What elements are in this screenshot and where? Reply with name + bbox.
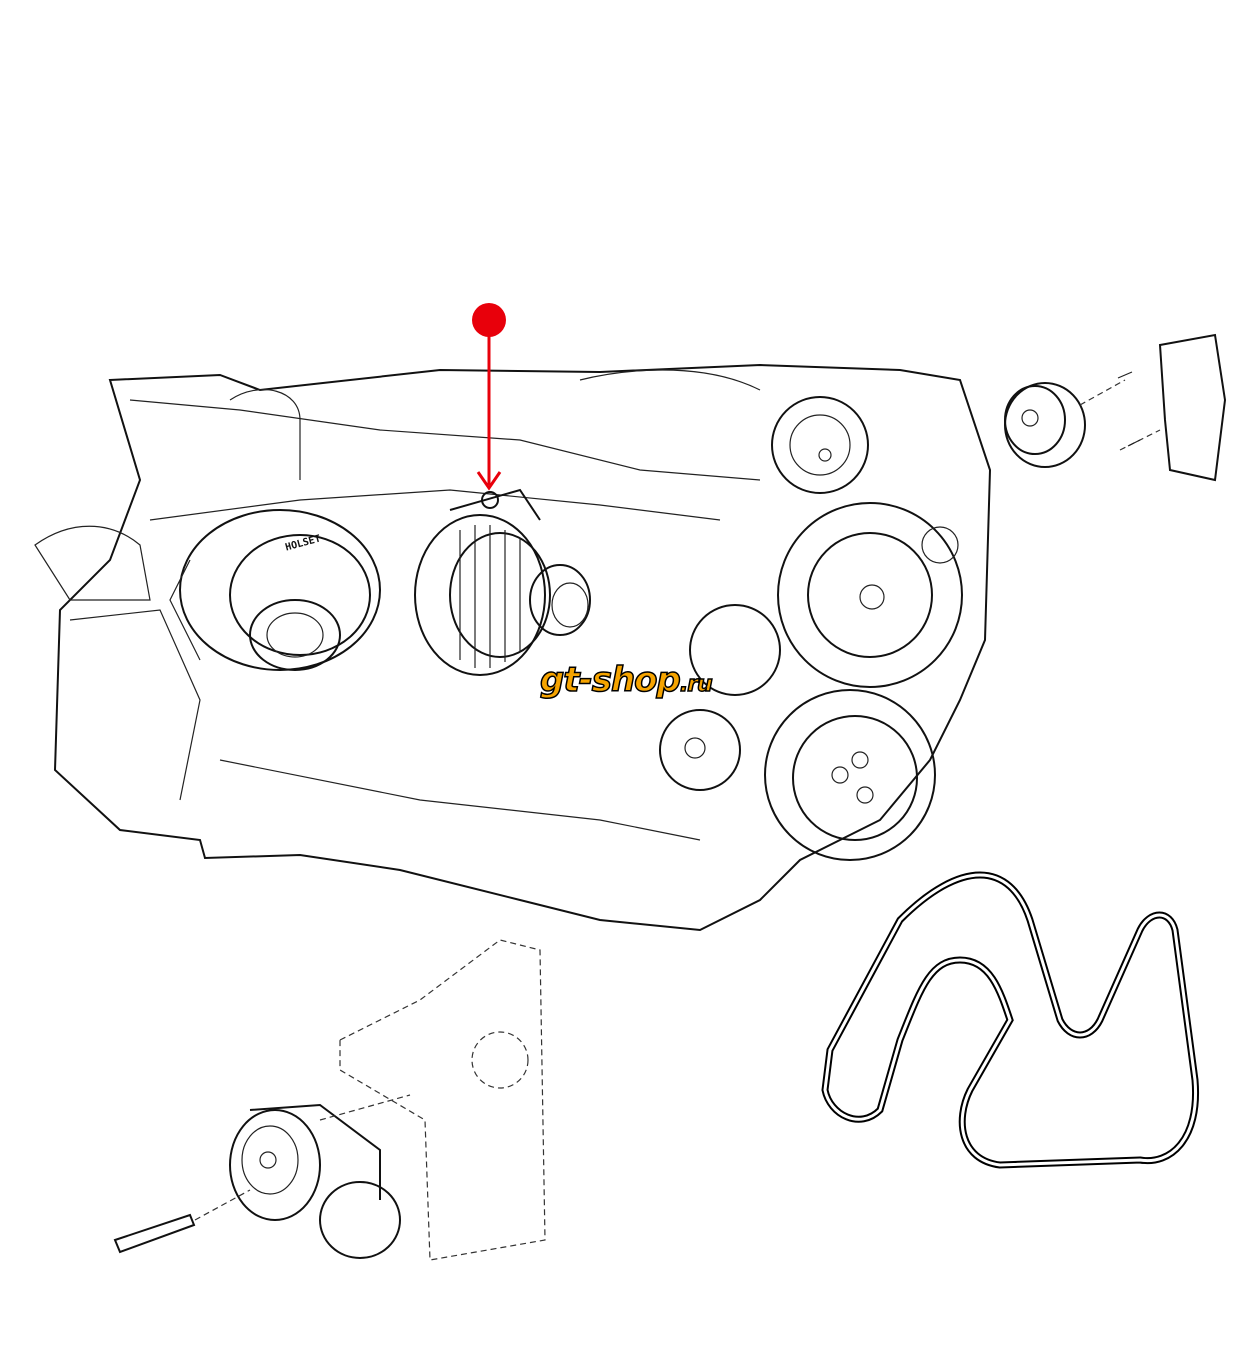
pulleys bbox=[659, 396, 963, 861]
serpentine-belt bbox=[821, 871, 1200, 1169]
turbocharger bbox=[169, 509, 381, 671]
idler-pulley-inset bbox=[1004, 333, 1227, 482]
watermark-main: gt-shop bbox=[539, 659, 681, 701]
location-marker bbox=[472, 303, 506, 491]
watermark-logo: gt-shop.ru bbox=[539, 659, 713, 701]
engine-assembly bbox=[34, 363, 992, 932]
belt-tensioner-inset bbox=[113, 939, 546, 1261]
watermark-suffix: .ru bbox=[679, 671, 713, 698]
alternator bbox=[414, 488, 591, 676]
